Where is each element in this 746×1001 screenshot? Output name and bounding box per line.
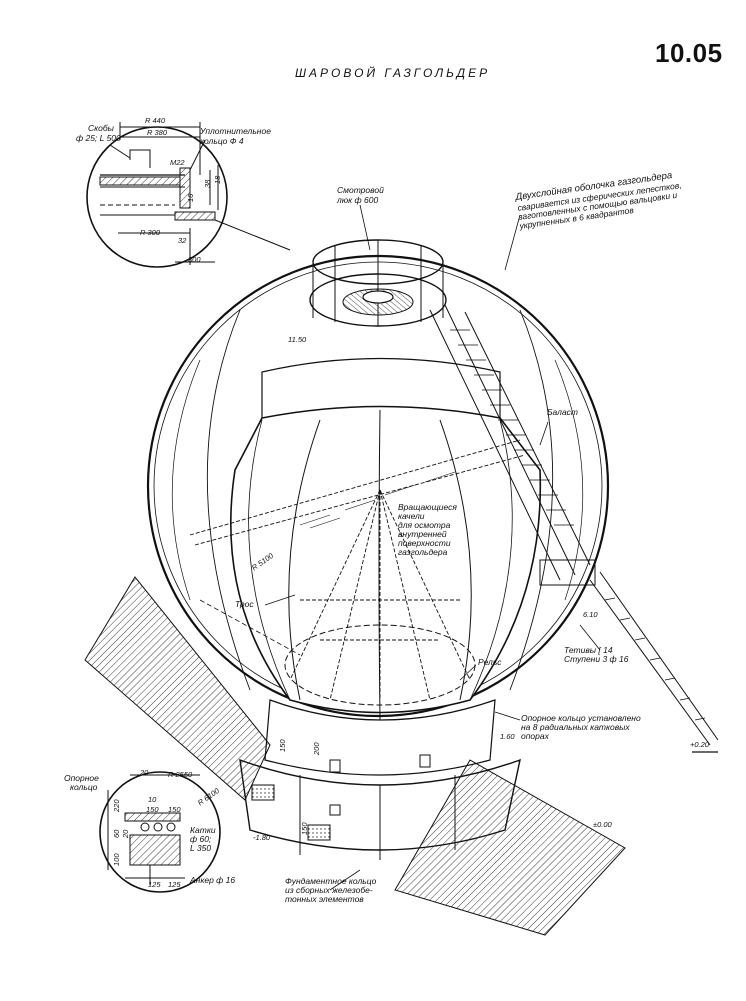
dim-b-150a: 150 xyxy=(146,805,159,814)
elev-020: +0.20 xyxy=(690,740,709,749)
label-hatch-1: Смотровой xyxy=(337,185,384,195)
dim-b-20: 20 xyxy=(140,768,149,777)
dim-b-10: 10 xyxy=(148,795,157,804)
roller-support-detail xyxy=(99,771,221,893)
detail-bottom-anchor: Анкер ф 16 xyxy=(190,875,236,885)
top-stair xyxy=(429,304,719,753)
sphere-shell xyxy=(146,254,610,721)
elev-stair: 6.10 xyxy=(583,610,598,619)
dim-b-125b: 125 xyxy=(168,880,181,889)
dim-r440: R 440 xyxy=(145,116,166,125)
elev-160: 1.60 xyxy=(500,732,515,741)
dim-16: 16 xyxy=(186,193,195,202)
detail-bottom-rollers-1: Катки xyxy=(190,825,216,835)
ground-sections xyxy=(84,576,626,936)
dim-r2550: R 2550 xyxy=(168,770,193,779)
elev-minus: -1.80 xyxy=(253,833,271,842)
detail-top-label-seal-1: Уплотнительное xyxy=(200,126,271,136)
detail-top-label-skoby-size: ф 25; L 500 xyxy=(76,133,121,143)
detail-bottom-rollers-2: ф 60; xyxy=(190,834,212,844)
detail-bottom-ring-2: кольцо xyxy=(70,782,98,792)
dim-b-20b: 20 xyxy=(121,829,130,838)
dim-b-125a: 125 xyxy=(148,880,161,889)
label-swing-3: для осмотра xyxy=(398,520,451,530)
label-swing-2: качели xyxy=(398,511,425,521)
dim-b-220: 220 xyxy=(112,799,121,812)
dim-32: 32 xyxy=(178,236,187,245)
sheet-number: 10.05 xyxy=(655,38,723,68)
label-cable: Трос xyxy=(235,599,254,609)
leader-lines xyxy=(264,204,601,891)
detail-bottom-ring-1: Опорное xyxy=(64,773,99,783)
dim-b-100: 100 xyxy=(112,853,121,866)
dim-200: 200 xyxy=(312,742,321,755)
label-hatch-2: люк ф 600 xyxy=(337,195,379,205)
label-foundation-3: тонных элементов xyxy=(285,894,364,904)
label-support-2: на 8 радиальных катковых xyxy=(521,722,630,732)
label-swing-1: Вращающиеся xyxy=(398,502,457,512)
dim-300: 300 xyxy=(188,255,201,264)
dim-150-a: 150 xyxy=(278,739,287,752)
detail-top-label-skoby: Скобы xyxy=(88,123,114,133)
label-swing-6: газгольдера xyxy=(398,547,448,557)
label-support-3: опорах xyxy=(521,731,549,741)
label-rail: Рельс xyxy=(478,657,502,667)
label-swing-4: внутренней xyxy=(398,529,447,539)
dim-b-60: 60 xyxy=(112,829,121,838)
label-support-1: Опорное кольцо установлено xyxy=(521,713,641,723)
detail-top-label-seal-2: кольцо Ф 4 xyxy=(200,136,244,146)
detail-bottom-rollers-3: L 350 xyxy=(190,843,212,853)
dim-18: 18 xyxy=(213,175,222,184)
dim-38: 38 xyxy=(203,179,212,188)
label-ballast: Баласт xyxy=(547,407,579,417)
label-foundation-1: Фундаментное кольцо xyxy=(285,876,377,886)
dim-b-150b: 150 xyxy=(168,805,181,814)
top-seal-detail xyxy=(86,122,291,268)
label-stair-1: Тетивы [ 14 xyxy=(564,645,613,655)
top-platform xyxy=(309,239,447,327)
dim-r380: R 380 xyxy=(147,128,168,137)
elev-top: 11.50 xyxy=(288,335,307,344)
dim-m22: M22 xyxy=(170,158,185,167)
sheet-title: ШАРОВОЙ ГАЗГОЛЬДЕР xyxy=(295,66,491,80)
label-stair-2: Ступени 3 ф 16 xyxy=(564,654,629,664)
label-foundation-2: из сборных железобе- xyxy=(285,885,373,895)
label-swing-5: поверхности xyxy=(398,538,451,548)
dim-150-b: 150 xyxy=(300,822,309,835)
elev-000: ±0.00 xyxy=(593,820,612,829)
dim-r300: R 300 xyxy=(140,228,161,237)
